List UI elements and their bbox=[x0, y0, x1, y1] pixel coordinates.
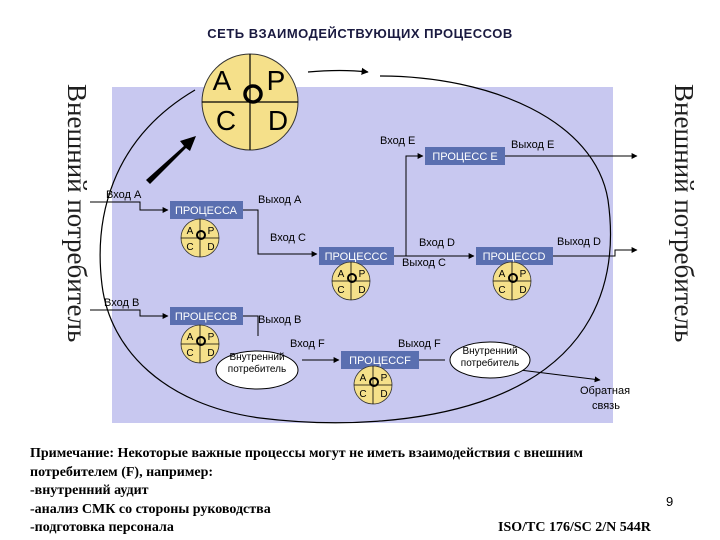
svg-text:D: D bbox=[519, 285, 526, 296]
svg-text:A: A bbox=[338, 269, 345, 280]
svg-text:A: A bbox=[499, 269, 506, 280]
pdca-small-a: A P C D bbox=[180, 218, 220, 258]
process-box-c bbox=[319, 247, 394, 265]
process-e-label: ПРОЦЕСС E bbox=[432, 151, 497, 163]
external-consumer-left: Внешний потребитель bbox=[62, 84, 92, 343]
svg-text:D: D bbox=[207, 242, 214, 253]
svg-text:A: A bbox=[360, 373, 367, 384]
internal-consumer-2 bbox=[449, 341, 531, 379]
document-code: ISO/TC 176/SC 2/N 544R bbox=[498, 520, 651, 535]
svg-text:C: C bbox=[498, 285, 505, 296]
process-box-e bbox=[425, 147, 505, 165]
main-pdca-cycle: A P C D bbox=[201, 53, 299, 151]
label-output-b: Выход В bbox=[258, 314, 301, 326]
pdca-letter-c: C bbox=[216, 105, 236, 136]
process-f-label: ПРОЦЕССF bbox=[349, 355, 411, 367]
pdca-small-c: A P C D bbox=[331, 261, 371, 301]
improvement-arrow bbox=[146, 136, 196, 184]
page-number: 9 bbox=[666, 494, 674, 509]
page-title: СЕТЬ ВЗАИМОДЕЙСТВУЮЩИХ ПРОЦЕССОВ bbox=[207, 26, 513, 41]
process-b-label: ПРОЦЕССB bbox=[175, 311, 237, 323]
external-consumer-right: Внешний потребитель bbox=[669, 84, 699, 343]
svg-text:P: P bbox=[520, 269, 527, 280]
internal-consumer-1 bbox=[215, 350, 299, 390]
label-input-c: Вход С bbox=[270, 232, 306, 244]
label-input-a: Вход А bbox=[106, 189, 142, 201]
pdca-small-d: A P C D bbox=[492, 261, 532, 301]
process-box-f bbox=[341, 351, 419, 369]
note-line-1: Примечание: Некоторые важные процессы мо… bbox=[30, 446, 583, 461]
label-feedback-2: связь bbox=[592, 400, 620, 412]
note-block: Примечание: Некоторые важные процессы мо… bbox=[30, 445, 690, 538]
svg-text:P: P bbox=[359, 269, 366, 280]
label-input-b: Вход В bbox=[104, 297, 139, 309]
svg-text:D: D bbox=[207, 348, 214, 359]
process-box-d bbox=[476, 247, 553, 265]
svg-text:D: D bbox=[358, 285, 365, 296]
svg-text:A: A bbox=[187, 332, 194, 343]
label-output-d: Выход D bbox=[557, 236, 601, 248]
svg-text:C: C bbox=[359, 389, 366, 400]
label-input-e: Вход E bbox=[380, 135, 415, 147]
label-input-d: Вход D bbox=[419, 237, 455, 249]
label-output-f: Выход F bbox=[398, 338, 441, 350]
internal-consumer-1-label: Внутренний потребитель bbox=[227, 352, 287, 375]
note-line-3: -внутренний аудит bbox=[30, 483, 149, 498]
svg-text:P: P bbox=[381, 373, 388, 384]
pdca-letter-d: D bbox=[268, 105, 288, 136]
label-output-c: Выход С bbox=[402, 257, 446, 269]
pdca-small-b: A P C D bbox=[180, 324, 220, 364]
svg-text:C: C bbox=[186, 348, 193, 359]
svg-text:A: A bbox=[187, 226, 194, 237]
process-box-a bbox=[170, 201, 243, 219]
pdca-cycle-icon bbox=[243, 84, 263, 104]
pdca-letter-a: A bbox=[213, 65, 232, 96]
internal-consumer-2-label: Внутренний потребитель bbox=[460, 346, 520, 369]
svg-text:C: C bbox=[337, 285, 344, 296]
svg-text:P: P bbox=[208, 332, 215, 343]
label-feedback-1: Обратная bbox=[580, 385, 630, 397]
process-d-label: ПРОЦЕССD bbox=[483, 251, 546, 263]
svg-text:C: C bbox=[186, 242, 193, 253]
process-a-label: ПРОЦЕССА bbox=[175, 205, 238, 217]
process-c-label: ПРОЦЕССC bbox=[325, 251, 388, 263]
pdca-letter-p: P bbox=[267, 65, 286, 96]
label-output-a: Выход А bbox=[258, 194, 302, 206]
svg-text:P: P bbox=[208, 226, 215, 237]
svg-text:D: D bbox=[380, 389, 387, 400]
note-line-4: -анализ СМК со стороны руководства bbox=[30, 501, 271, 517]
label-output-e: Выход E bbox=[511, 139, 554, 151]
label-input-f: Вход F bbox=[290, 338, 325, 350]
process-box-b bbox=[170, 307, 243, 325]
note-line-5: -подготовка персонала bbox=[30, 520, 174, 535]
note-line-2: потребителем (F), например: bbox=[30, 464, 214, 480]
pdca-small-f: A P C D bbox=[353, 365, 393, 405]
